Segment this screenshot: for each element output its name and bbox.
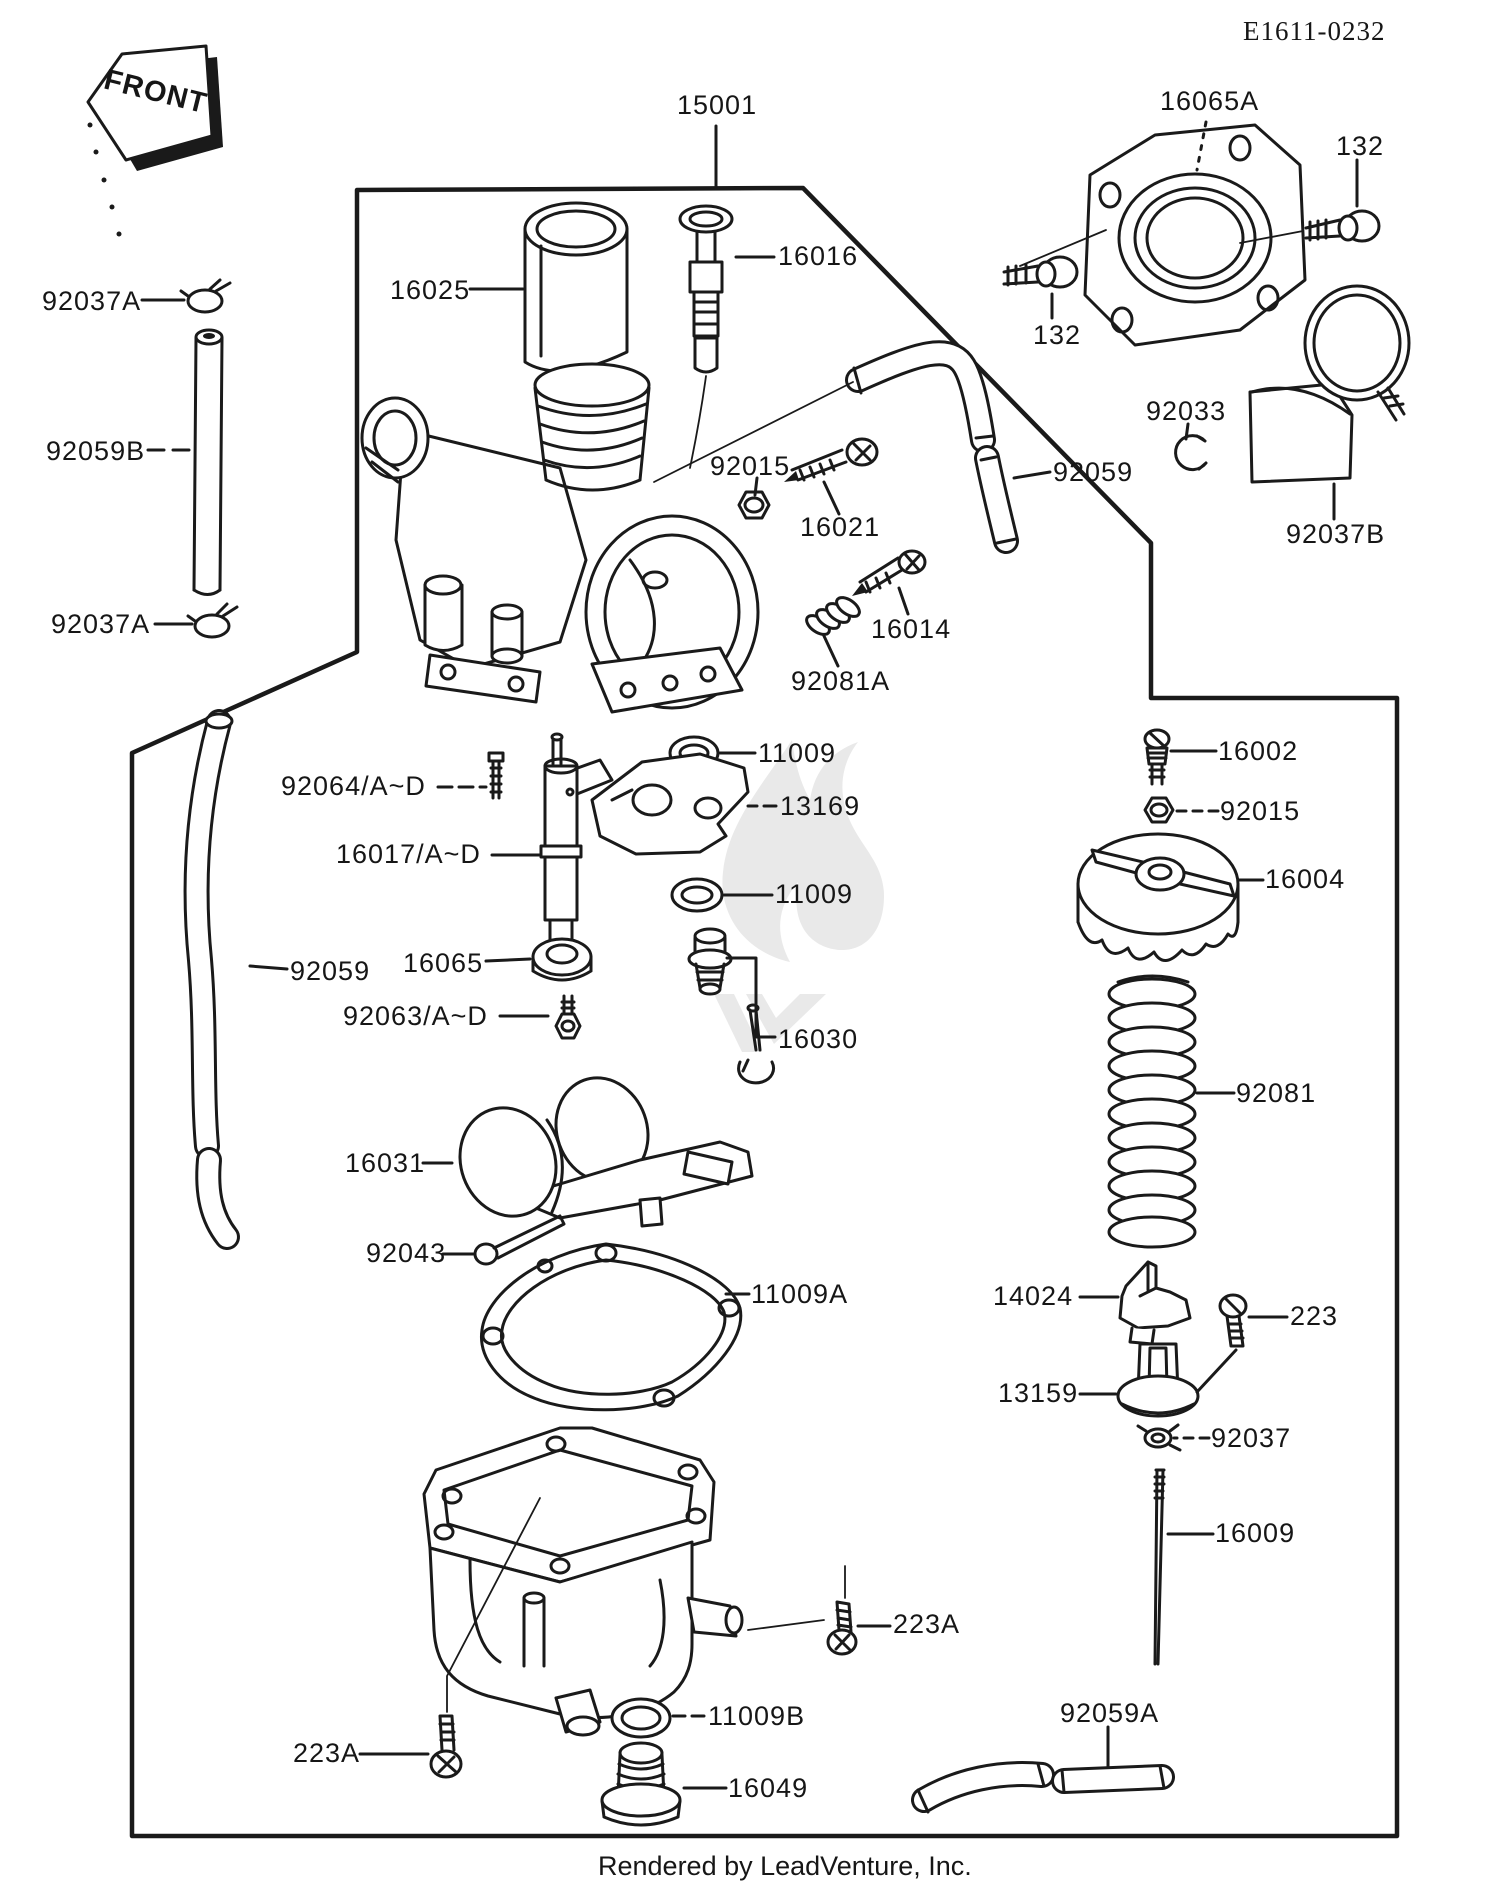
bowl-gasket-11009A bbox=[480, 1242, 743, 1412]
part-label-16017AD: 16017/A~D bbox=[336, 839, 481, 869]
leadventure-flame-logo-watermark bbox=[714, 740, 884, 1052]
part-label-92064AD: 92064/A~D bbox=[281, 771, 426, 801]
part-label-92033: 92033 bbox=[1146, 396, 1227, 426]
clamp-92037A-bottom bbox=[186, 602, 239, 639]
part-label-16031: 16031 bbox=[345, 1148, 426, 1178]
part-label-92037B: 92037B bbox=[1286, 519, 1386, 549]
nut-92015-lower bbox=[1143, 796, 1175, 824]
part-label-92015-1: 92015 bbox=[710, 451, 791, 481]
part-label-92015-2: 92015 bbox=[1220, 796, 1301, 826]
carburetor-body-15001 bbox=[360, 362, 760, 714]
float-bowl bbox=[422, 1426, 744, 1737]
circlip-92033 bbox=[1174, 434, 1208, 472]
drain-plug-16049 bbox=[600, 1741, 682, 1827]
screw-223A-right bbox=[826, 1600, 858, 1656]
part-label-92059B: 92059B bbox=[46, 436, 146, 466]
washer-16065 bbox=[531, 937, 593, 982]
throttle-valve-13159 bbox=[1116, 1342, 1200, 1418]
diagram-border bbox=[129, 185, 1400, 1839]
part-label-16030: 16030 bbox=[778, 1024, 859, 1054]
needle-valve-16030 bbox=[687, 927, 776, 1085]
hose-92059B bbox=[192, 328, 224, 596]
part-label-92037A-1: 92037A bbox=[42, 286, 142, 316]
part-label-132-left: 132 bbox=[1033, 320, 1082, 350]
part-label-16021: 16021 bbox=[800, 512, 881, 542]
part-label-92037A-2: 92037A bbox=[51, 609, 151, 639]
oring-11009-2 bbox=[670, 877, 724, 913]
part-label-132-right: 132 bbox=[1336, 131, 1385, 161]
float-pin-92043 bbox=[473, 1214, 566, 1266]
clamp-duct-92037B bbox=[1248, 284, 1411, 484]
part-label-16004: 16004 bbox=[1265, 864, 1346, 894]
clamp-92037 bbox=[1136, 1423, 1182, 1452]
part-label-92037: 92037 bbox=[1211, 1423, 1292, 1453]
part-label-14024: 14024 bbox=[993, 1281, 1074, 1311]
pilot-screw-16021 bbox=[784, 437, 879, 482]
clamp-92037A-top bbox=[179, 278, 232, 314]
leader-lines bbox=[140, 120, 1359, 1790]
needle-jet-16017 bbox=[539, 732, 583, 972]
throttle-slide-16025 bbox=[523, 201, 629, 373]
vacuum-cap-16004 bbox=[1076, 832, 1240, 962]
part-label-16065: 16065 bbox=[403, 948, 484, 978]
part-label-15001: 15001 bbox=[677, 90, 758, 120]
part-label-92081: 92081 bbox=[1236, 1078, 1317, 1108]
footer-credit: Rendered by LeadVenture, Inc. bbox=[598, 1851, 972, 1881]
part-label-16009: 16009 bbox=[1215, 1518, 1296, 1548]
oring-11009B bbox=[610, 1697, 672, 1739]
float-16031 bbox=[458, 1076, 754, 1228]
part-label-92081A: 92081A bbox=[791, 666, 891, 696]
part-label-223: 223 bbox=[1290, 1301, 1339, 1331]
nut-92063 bbox=[554, 994, 582, 1040]
part-label-13159: 13159 bbox=[998, 1378, 1079, 1408]
part-label-16016: 16016 bbox=[778, 241, 859, 271]
part-label-11009-2: 11009 bbox=[775, 879, 854, 909]
screw-16002 bbox=[1143, 728, 1171, 786]
part-label-92059A: 92059A bbox=[1060, 1698, 1160, 1728]
part-label-16025: 16025 bbox=[390, 275, 471, 305]
part-label-223A-left: 223A bbox=[293, 1738, 361, 1768]
hose-92059-top bbox=[845, 340, 1019, 554]
part-label-92043: 92043 bbox=[366, 1238, 447, 1268]
jet-needle-16009 bbox=[1153, 1468, 1166, 1666]
screw-92064 bbox=[487, 751, 505, 800]
nut-92015-upper bbox=[737, 490, 771, 520]
part-label-16002: 16002 bbox=[1218, 736, 1299, 766]
spring-92081A bbox=[805, 596, 861, 636]
plate-13169 bbox=[556, 752, 750, 856]
bracket-14024 bbox=[1118, 1260, 1192, 1346]
part-label-11009A: 11009A bbox=[751, 1279, 849, 1309]
front-sign bbox=[86, 44, 223, 237]
part-label-16049: 16049 bbox=[728, 1773, 809, 1803]
air-screw-16014 bbox=[852, 549, 927, 596]
spring-92081 bbox=[1107, 974, 1197, 1249]
bolt-132-right bbox=[1239, 209, 1381, 244]
page-code: E1611-0232 bbox=[1243, 16, 1386, 46]
part-label-92059-top: 92059 bbox=[1053, 457, 1134, 487]
part-label-11009-1: 11009 bbox=[758, 738, 837, 768]
screw-223 bbox=[1218, 1293, 1248, 1348]
part-label-16014: 16014 bbox=[871, 614, 952, 644]
part-label-16065A: 16065A bbox=[1160, 86, 1260, 116]
hose-92059-left bbox=[183, 709, 240, 1250]
hoses-92059A bbox=[911, 1761, 1175, 1814]
part-label-92063AD: 92063/A~D bbox=[343, 1001, 488, 1031]
part-label-13169: 13169 bbox=[780, 791, 861, 821]
starter-plunger-16016 bbox=[678, 204, 734, 469]
screw-223A-left bbox=[429, 1714, 463, 1779]
bolt-132-left bbox=[1002, 229, 1107, 289]
part-label-92059-left: 92059 bbox=[290, 956, 371, 986]
part-label-11009B: 11009B bbox=[708, 1701, 806, 1731]
part-label-223A-right: 223A bbox=[893, 1609, 961, 1639]
intake-flange-16065A bbox=[1083, 123, 1307, 347]
